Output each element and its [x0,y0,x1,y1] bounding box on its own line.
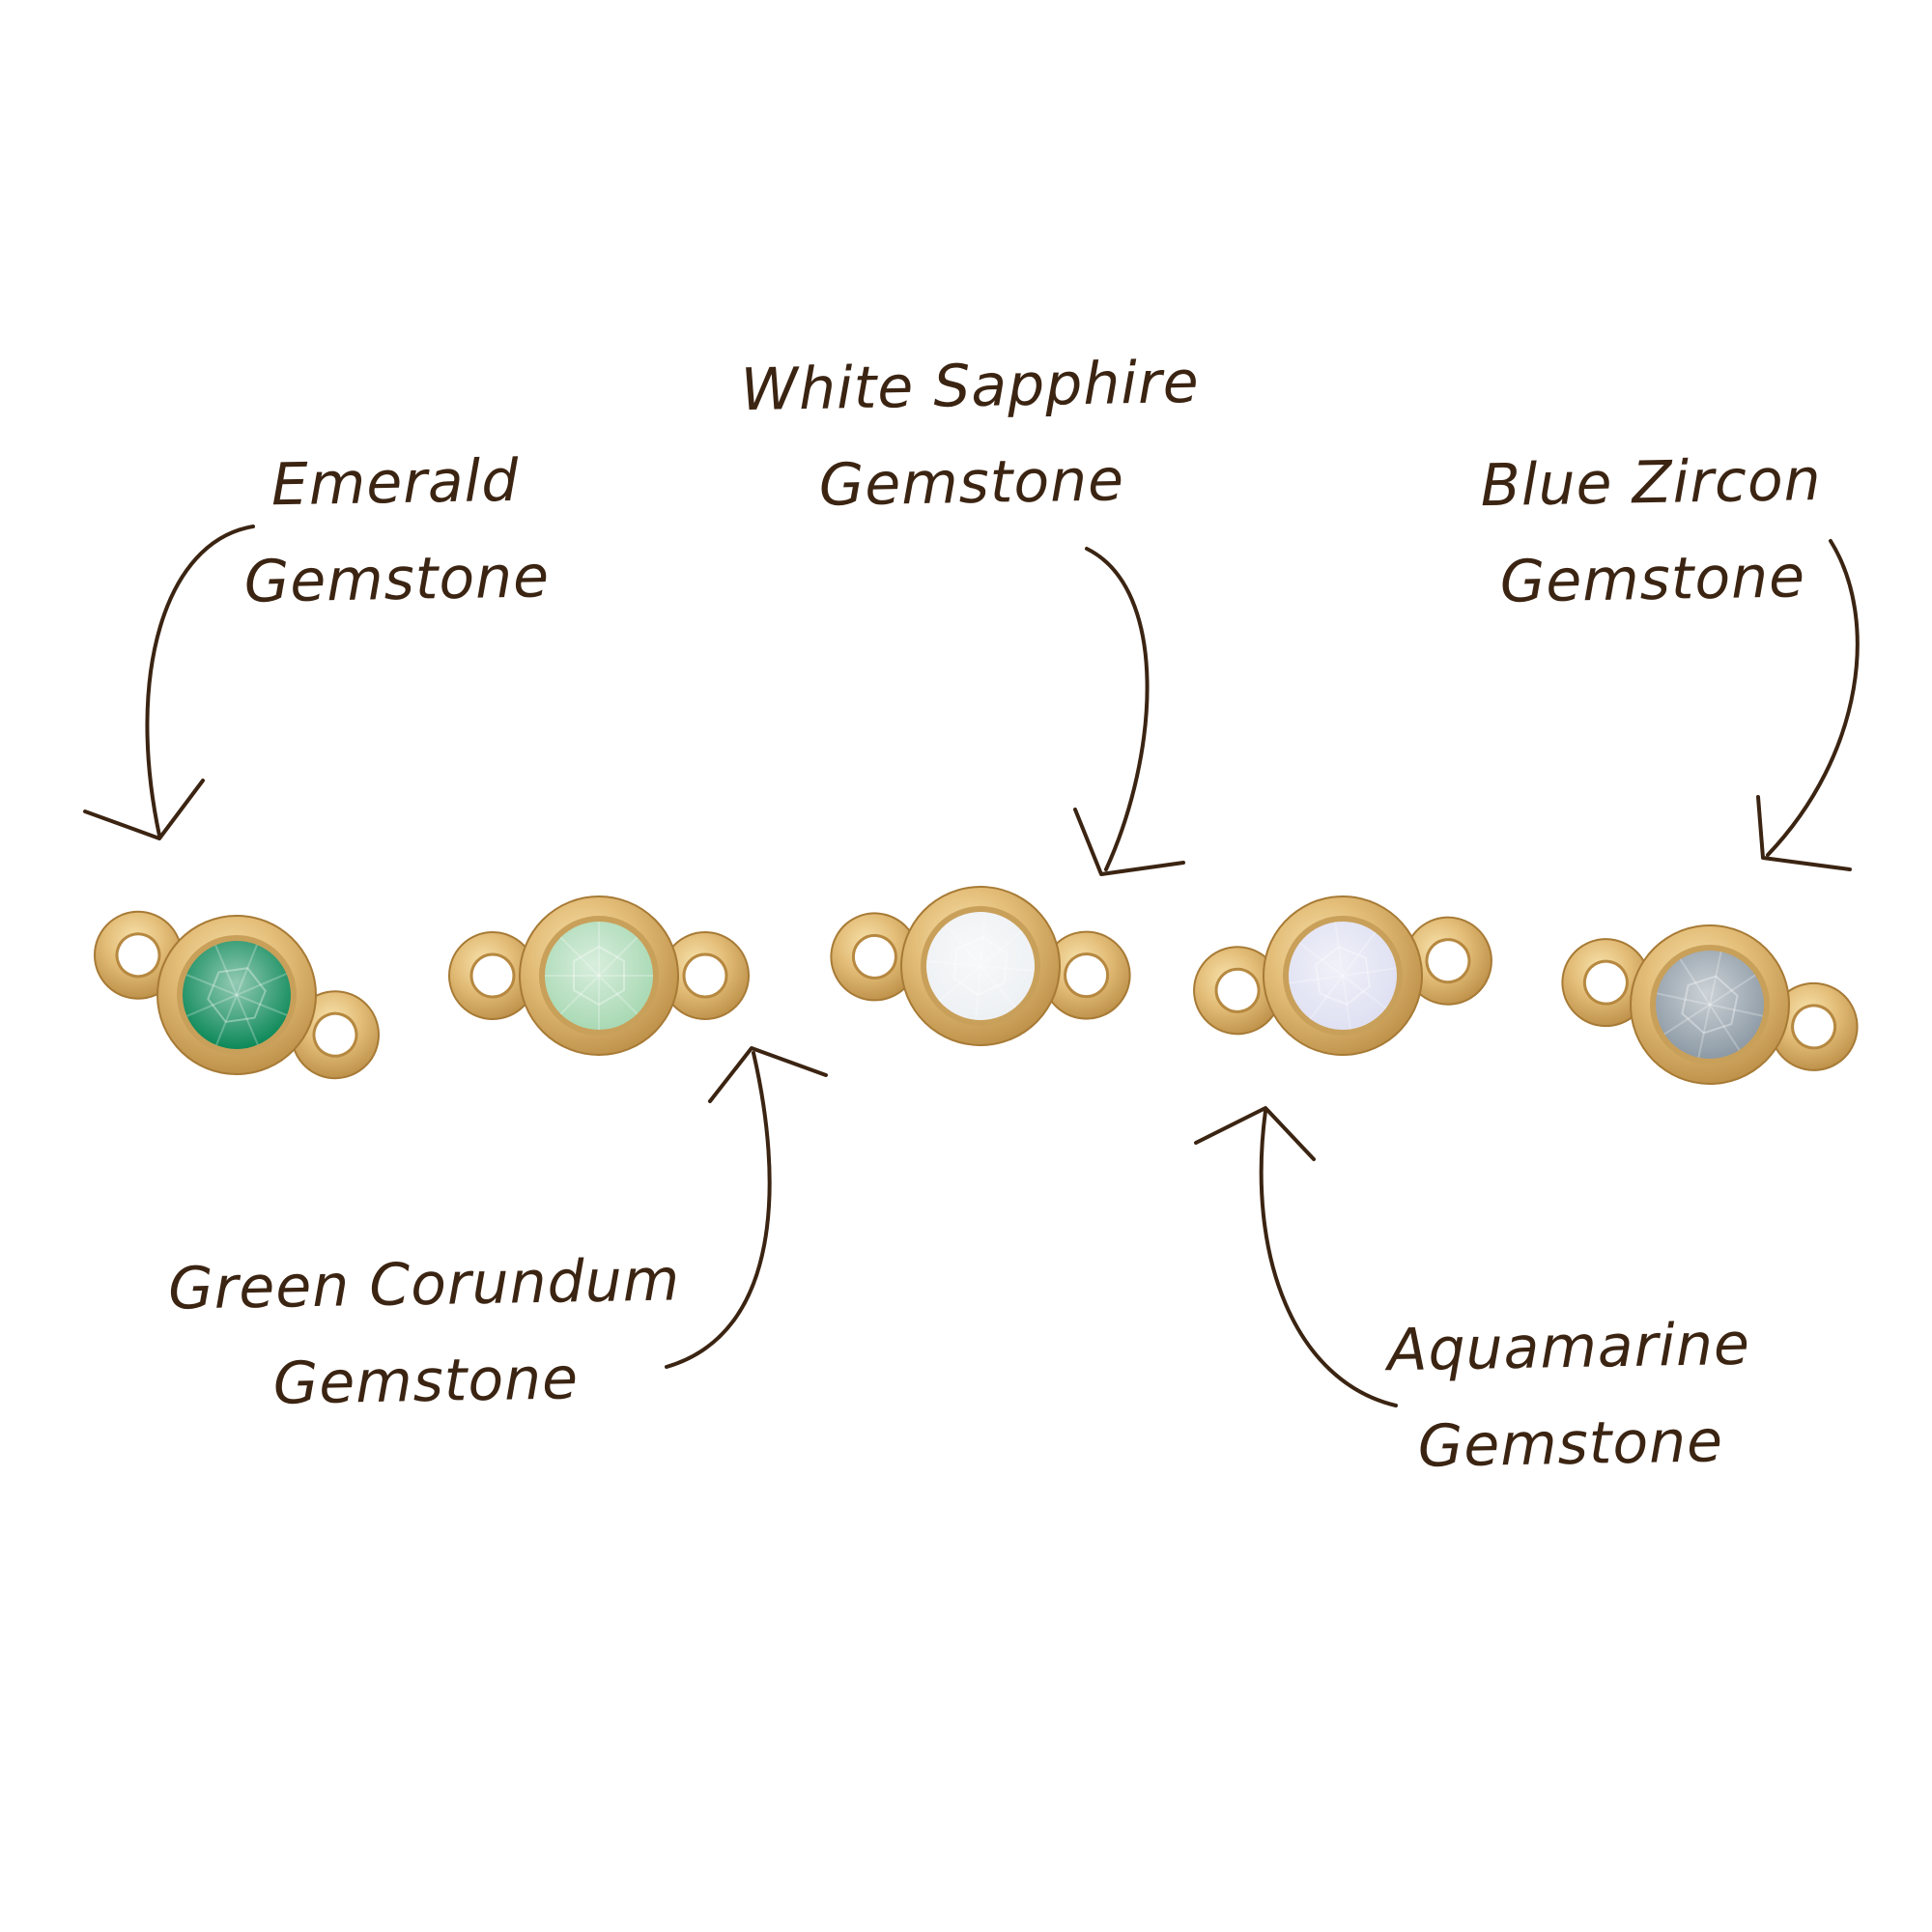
charm-1 [94,910,380,1080]
charm-5 [1561,924,1859,1085]
arrow-blue-zircon-head [1756,795,1852,871]
stone-shine [1656,951,1764,1059]
loop-hole [851,933,897,980]
arrow-green-corundum [665,1051,772,1369]
arrow-green-corundum-head [708,1046,828,1103]
charm-4 [1193,895,1492,1056]
stone-shine [926,912,1035,1020]
stone-shine [183,941,291,1049]
arrow-blue-zircon [1766,539,1860,857]
arrow-white-sapphire-head [1073,808,1185,876]
stone-shine [1289,922,1397,1030]
loop-hole [469,952,516,999]
loop-hole [1214,967,1261,1013]
loop-hole [682,952,728,999]
stone-shine [545,922,653,1030]
arrow-aquamarine [1259,1109,1398,1407]
arrow-emerald [145,525,255,838]
loop-hole [115,932,161,979]
arrow-aquamarine-head [1194,1106,1316,1161]
loop-hole [1064,952,1110,999]
charm-2 [448,895,750,1056]
charm-3 [830,886,1131,1046]
arrow-emerald-head [83,779,205,840]
loop-hole [1791,1004,1837,1050]
loop-hole [1425,938,1471,984]
loop-hole [312,1011,358,1058]
loop-hole [1582,959,1629,1006]
arrow-white-sapphire [1085,547,1150,871]
